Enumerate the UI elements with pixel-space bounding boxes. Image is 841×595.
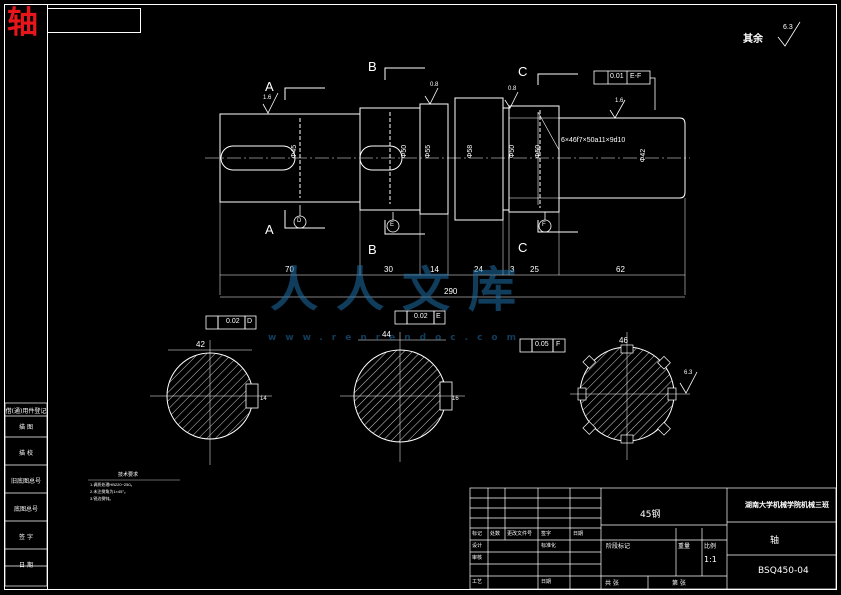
roughness-mark-3: 0.8 (508, 86, 517, 92)
section-c-view (519, 332, 698, 460)
section-mark-b-bottom: B (368, 242, 377, 257)
tb-material: 45钢 (640, 510, 661, 520)
tb-row-date2: 日期 (541, 579, 552, 585)
tb-drawing-no: BSQ450-04 (758, 566, 809, 576)
tb-row-count: 处数 (490, 531, 501, 537)
tb-row-date: 日期 (573, 531, 584, 537)
datum-markers (293, 205, 552, 233)
tb-scale-label: 比例 (704, 543, 717, 550)
tb-weight-label: 重量 (678, 543, 691, 550)
side-label-4: 底图总号 (13, 506, 38, 513)
dim-70: 70 (285, 265, 294, 274)
diam-3: Φ55 (425, 144, 433, 159)
tb-row-mark: 标记 (472, 531, 483, 537)
section-markers (284, 67, 578, 235)
section-a-view (150, 315, 272, 465)
tb-school: 湖南大学机械学院机械三班 (745, 501, 829, 509)
diam-2: Φ50 (401, 144, 409, 159)
sec-c-dim: 46 (619, 336, 628, 345)
sec-b-tol: 0.02 (414, 313, 428, 320)
sec-c-tol: 0.05 (535, 341, 549, 348)
note-line-2: 2.未注倒角为1×45°。 (90, 489, 128, 494)
shaft-main-view (205, 97, 690, 295)
spline-spec: 6×46f7×50a11×9d10 (561, 137, 626, 144)
notes-title: 技术要求 (118, 472, 139, 478)
sec-b-dim: 44 (382, 330, 391, 339)
roughness-note: 其余 (743, 34, 763, 45)
section-b-view (340, 310, 465, 462)
diam-6: Φ50 (535, 144, 543, 159)
roughness-mark-4: 1.6 (615, 98, 624, 104)
tb-row-file: 更改文件号 (507, 531, 533, 537)
roughness-mark-1: 1.6 (263, 95, 272, 101)
side-label-6: 日 期 (19, 562, 33, 569)
side-label-0: 借(通)用件登记 (5, 408, 47, 415)
section-mark-c-top: C (518, 64, 528, 79)
sec-a-tol: 0.02 (226, 318, 240, 325)
dimension-lines (220, 274, 685, 298)
tb-row-design: 设计 (472, 543, 483, 549)
tb-row-standard: 标准化 (541, 543, 557, 549)
tb-row-process: 工艺 (472, 579, 483, 585)
side-label-3: 旧底图总号 (10, 478, 41, 485)
datum-d: D (297, 218, 302, 224)
dim-62: 62 (616, 265, 625, 274)
section-mark-a-top: A (265, 79, 274, 94)
diam-7: Φ42 (640, 148, 648, 163)
dim-25: 25 (530, 265, 539, 274)
tol-main-value: 0.01 (610, 73, 624, 80)
sec-c-roughness: 6.3 (684, 370, 693, 376)
sec-a-datum: D (247, 318, 253, 325)
side-label-2: 描 校 (19, 450, 33, 457)
roughness-symbols (262, 21, 801, 119)
top-label-box (47, 8, 141, 33)
tb-stage: 阶段标记 (606, 543, 631, 550)
sec-a-side-dim: 14 (260, 396, 267, 402)
sec-b-datum: E (436, 313, 441, 320)
title-block-grid (469, 487, 837, 590)
tb-sheet-no: 第 张 (672, 580, 686, 587)
section-mark-c-bottom: C (518, 240, 528, 255)
tb-scale: 1:1 (704, 555, 717, 564)
note-line-3: 3.锐边倒钝。 (90, 496, 114, 501)
sec-b-side-dim: 16 (452, 396, 459, 402)
tb-row-review: 审核 (472, 555, 483, 561)
tb-row-sign: 签字 (541, 531, 552, 537)
side-table (4, 402, 48, 587)
section-mark-b-top: B (368, 59, 377, 74)
dim-3: 3 (510, 265, 515, 274)
roughness-default: 6.3 (783, 24, 793, 31)
dim-30: 30 (384, 265, 393, 274)
note-line-1: 1.调质处理HB220~250。 (90, 482, 135, 487)
dim-24: 24 (474, 265, 483, 274)
outer-frame (4, 4, 837, 590)
diam-4: Φ58 (467, 144, 475, 159)
diam-1: Φ45 (291, 144, 299, 159)
datum-f: F (542, 222, 546, 228)
watermark-text: 人人文库 (270, 262, 535, 318)
diam-5: Φ50 (509, 144, 517, 159)
tb-sheet-total: 共 张 (605, 580, 619, 587)
corner-title: 轴 (7, 5, 38, 41)
sec-a-dim: 42 (196, 340, 205, 349)
side-label-5: 签 字 (19, 534, 33, 541)
side-label-1: 描 图 (19, 424, 33, 431)
watermark-url: www.renrendoc.com (268, 333, 525, 343)
dim-14: 14 (430, 265, 439, 274)
tolerance-frame-main (593, 70, 656, 110)
tol-main-datum: E-F (630, 73, 642, 80)
section-mark-a-bottom: A (265, 222, 274, 237)
sec-c-datum: F (556, 341, 561, 348)
dim-total: 290 (444, 287, 458, 296)
roughness-mark-2: 0.8 (430, 82, 439, 88)
tb-part-name: 轴 (770, 536, 780, 546)
datum-e: E (390, 222, 395, 228)
